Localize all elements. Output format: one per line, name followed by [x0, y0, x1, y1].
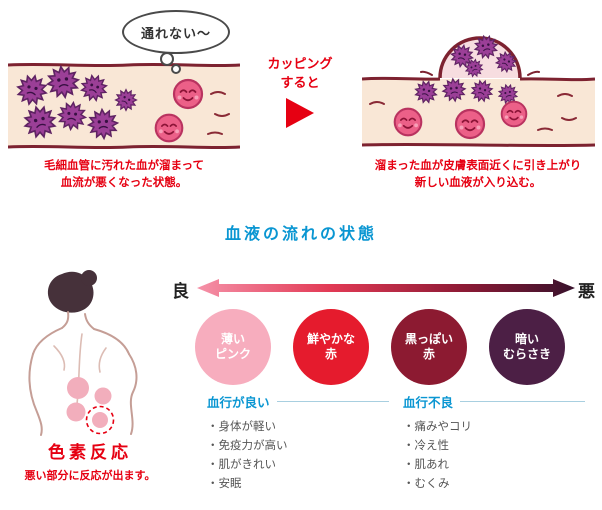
list-item: ・痛みやコリ [403, 421, 472, 433]
circle-label-line2: むらさき [502, 347, 551, 361]
circle-label-line1: 薄い [220, 332, 245, 346]
header-rule [460, 401, 585, 402]
transition-label-line2: すると [280, 75, 320, 90]
color-circle-pale-pink: 薄い ピンク [195, 309, 271, 385]
after-caption-line1: 溜まった血が皮膚表面近くに引き上がり [374, 160, 582, 172]
blood-cell-icon [172, 78, 204, 110]
section-title: 血液の流れの状態 [224, 226, 377, 243]
after-caption: 溜まった血が皮膚表面近くに引き上がり 新しい血液が入り込む。 [360, 158, 596, 192]
header-rule [276, 401, 389, 402]
good-circulation-header: 血行が良い [207, 392, 389, 411]
list-item: ・免疫力が高い [207, 440, 288, 452]
pigment-reaction-title: 色素反応 [48, 443, 132, 462]
list-item: ・肌がきれい [207, 459, 276, 471]
scale-good-label: 良 [172, 282, 189, 301]
bad-circulation-list: 血行不良 ・痛みやコリ ・冷え性 ・肌あれ ・むくみ [403, 392, 585, 494]
good-circulation-items: ・身体が軽い ・免疫力が高い ・肌がきれい ・安眠 [207, 418, 389, 494]
pigment-reaction-block: 色素反応 悪い部分に反応が出ます。 [10, 438, 170, 483]
speech-bubble: 通れない～ [122, 10, 230, 54]
blood-cell-icon [454, 108, 486, 140]
speech-bubble-text: 通れない～ [140, 25, 211, 41]
circle-label-line1: 黒っぽい [404, 332, 453, 346]
blood-cell-icon [500, 100, 528, 128]
speech-bubble-tail-dot [160, 52, 174, 66]
circle-label-line1: 鮮やかな [306, 332, 355, 346]
blood-cell-icon [154, 113, 184, 143]
circle-label-line2: 赤 [324, 347, 337, 361]
back-figure-illustration [28, 270, 138, 436]
circle-label-line1: 暗い [514, 332, 539, 346]
flow-lines [207, 91, 230, 135]
good-circulation-header-label: 血行が良い [207, 396, 270, 410]
cupping-marks [66, 377, 112, 428]
circle-label-line2: 赤 [422, 347, 435, 361]
vessel-after-illustration [362, 34, 595, 148]
highlight-dashed-circle [85, 405, 115, 435]
flow-lines [369, 93, 577, 131]
bad-circulation-header-label: 血行不良 [403, 396, 454, 410]
vessel-before-illustration [8, 62, 240, 150]
scale-bad-label: 悪 [578, 282, 595, 301]
list-item: ・冷え性 [403, 440, 449, 452]
list-item: ・むくみ [403, 478, 450, 490]
bad-circulation-items: ・痛みやコリ ・冷え性 ・肌あれ ・むくみ [403, 418, 585, 494]
good-circulation-list: 血行が良い ・身体が軽い ・免疫力が高い ・肌がきれい ・安眠 [207, 392, 389, 494]
arrow-right-icon [286, 98, 314, 128]
list-item: ・身体が軽い [207, 421, 276, 433]
after-caption-line2: 新しい血液が入り込む。 [414, 177, 542, 189]
transition-label: カッピング すると [258, 54, 342, 92]
color-circle-blackish-red: 黒っぽい 赤 [391, 309, 467, 385]
circle-label-line2: ピンク [214, 347, 251, 361]
bad-circulation-header: 血行不良 [403, 392, 585, 411]
before-caption: 毛細血管に汚れた血が溜まって 血流が悪くなった状態。 [10, 158, 238, 192]
blood-cell-icon [393, 107, 423, 137]
before-caption-line2: 血流が悪くなった状態。 [60, 177, 188, 189]
color-circle-dark-purple: 暗い むらさき [489, 309, 565, 385]
list-item: ・肌あれ [403, 459, 449, 471]
transition-label-line1: カッピング [267, 56, 333, 71]
speech-bubble-tail-dot [171, 64, 181, 74]
list-item: ・安眠 [207, 478, 242, 490]
color-circles-row: 薄い ピンク 鮮やかな 赤 黒っぽい 赤 暗い むらさき [195, 309, 565, 385]
color-circle-vivid-red: 鮮やかな 赤 [293, 309, 369, 385]
pigment-reaction-caption: 悪い部分に反応が出ます。 [24, 470, 156, 482]
gradient-scale-arrow [197, 279, 575, 297]
before-caption-line1: 毛細血管に汚れた血が溜まって [44, 160, 204, 172]
